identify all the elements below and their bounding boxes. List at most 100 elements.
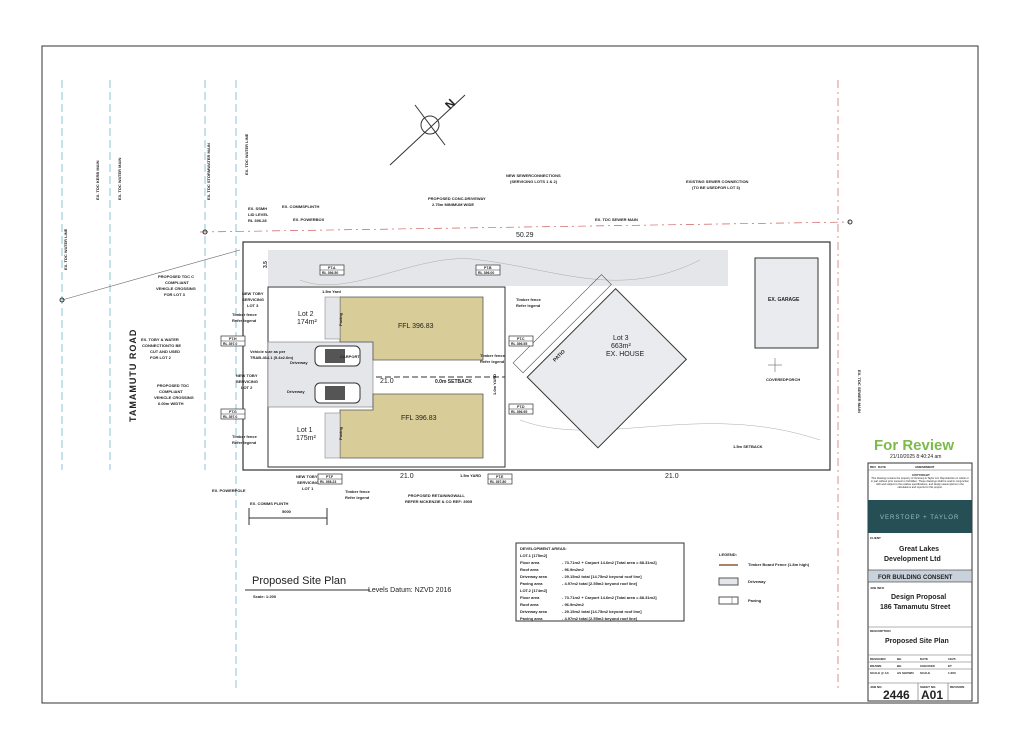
svg-text:Refer legend: Refer legend [345, 495, 370, 500]
svg-text:Refer legend: Refer legend [480, 359, 505, 364]
spot-level-marker: PT.ARL 396.50 [319, 264, 345, 276]
svg-text:Vehicle size as per: Vehicle size as per [250, 349, 286, 354]
site-boundary [242, 241, 831, 471]
road-label: TAMAMUTU ROAD [128, 329, 138, 422]
area-value: - 29.15m2 total [14.75m2 beyond roof lin… [562, 609, 642, 614]
svg-text:EXISTING SEWER CONNECTION: EXISTING SEWER CONNECTION [686, 179, 749, 184]
development-areas-table: DEVELOPMENT AREAS: LOT.1 [175m2]Floor ar… [520, 546, 657, 621]
spot-level-marker: PT.DRL 396.95 [508, 403, 534, 415]
svg-text:VEHICLE CROSSING: VEHICLE CROSSING [154, 395, 194, 400]
status-badge: FOR BUILDING CONSENT [878, 575, 953, 581]
svg-text:Driveway: Driveway [748, 579, 766, 584]
water-line-label-2: EX. TDC WATER LINE [244, 133, 249, 175]
svg-text:Refer legend: Refer legend [232, 440, 257, 445]
area-label: Paving area [520, 581, 543, 586]
client-name-1: Great Lakes [899, 546, 939, 553]
review-stamp: For Review [874, 437, 954, 454]
svg-text:RL 396.28: RL 396.28 [248, 218, 267, 223]
svg-text:COPYRIGHT: COPYRIGHT [912, 473, 930, 477]
meta-cell: SCALE @ A3 [870, 671, 889, 675]
svg-text:VEHICLE CROSSING: VEHICLE CROSSING [156, 286, 196, 291]
svg-text:DATE: DATE [878, 465, 886, 469]
meta-cell: AS SHOWN [897, 671, 914, 675]
svg-text:DESCRIPTION: DESCRIPTION [870, 629, 891, 633]
svg-text:Refer legend: Refer legend [516, 303, 541, 308]
copyright-text: This drawing remains the property of Ver… [871, 477, 969, 489]
sheet-border [41, 45, 979, 704]
svg-text:NEW SEWERCONNECTIONS: NEW SEWERCONNECTIONS [506, 173, 561, 178]
area-label: Floor area [520, 560, 540, 565]
svg-text:(SERVICING LOTS 1 & 2): (SERVICING LOTS 1 & 2) [510, 179, 558, 184]
area-value: - 73.71m2 + Carport 14.6m2 [Total area =… [562, 560, 657, 565]
ffl-top: FFL 396.83 [398, 323, 434, 330]
svg-text:EX. POWERBOX: EX. POWERBOX [293, 217, 325, 222]
north-arrow-icon: N [389, 94, 466, 166]
svg-text:RL 396.00: RL 396.00 [478, 271, 494, 275]
job-info-1: Design Proposal [891, 594, 946, 601]
paving-label: Paving [338, 426, 343, 440]
dim-3-5: 3.5 [263, 261, 269, 268]
area-label: Roof area [520, 567, 539, 572]
spot-level-marker: PT.BRL 396.00 [475, 264, 501, 276]
area-label: Driveway area [520, 609, 548, 614]
svg-text:EX. COMMS PLINTH: EX. COMMS PLINTH [250, 501, 289, 506]
water-line-label: EX. TDC WATER LINE [63, 228, 68, 270]
lot3-label: Lot 3 [613, 335, 629, 342]
svg-text:PROPOSED TDC: PROPOSED TDC [157, 383, 189, 388]
spot-level-marker: PT.CRL 396.55 [508, 335, 534, 347]
svg-text:REV: REV [870, 465, 876, 469]
svg-text:LEGEND:: LEGEND: [719, 552, 737, 557]
svg-text:(TO BE USEDFOR LOT 3): (TO BE USEDFOR LOT 3) [692, 185, 741, 190]
svg-text:SERVICING: SERVICING [242, 297, 264, 302]
svg-text:Timber fence: Timber fence [480, 353, 506, 358]
yard-1-0: 1.0m YARD [492, 374, 497, 395]
drawing-scale: Scale: 1:200 [253, 594, 277, 599]
meta-cell: BH [897, 664, 901, 668]
lot2-house [339, 296, 484, 361]
svg-text:Timber fence: Timber fence [232, 312, 258, 317]
svg-text:LOT 2: LOT 2 [241, 385, 253, 390]
kerb-main-label: EX. TDC KERB MAIN [95, 160, 100, 200]
svg-text:NEW TOBY: NEW TOBY [296, 474, 318, 479]
svg-text:SERVICING: SERVICING [236, 379, 258, 384]
svg-text:Timber fence: Timber fence [516, 297, 542, 302]
area-value: - 96.9m2m2 [562, 602, 585, 607]
svg-text:COMPLIANT: COMPLIANT [165, 280, 189, 285]
svg-text:PT.A: PT.A [328, 266, 336, 270]
spot-level-marker: PT.ERL 397.80 [487, 473, 513, 485]
existing-garage [754, 257, 819, 349]
svg-text:Timber fence: Timber fence [345, 489, 371, 494]
description: Proposed Site Plan [885, 638, 949, 645]
svg-text:Paving: Paving [748, 598, 762, 603]
area-value: - 96.9m2m2 [562, 567, 585, 572]
svg-text:LOT 3: LOT 3 [247, 303, 259, 308]
svg-text:JOB NO.: JOB NO. [870, 685, 883, 689]
lot-heading: LOT.2 [174m2] [520, 588, 548, 593]
lot1-area: 175m² [296, 435, 317, 442]
svg-text:PT.H: PT.H [229, 337, 237, 341]
meta-cell: ET [948, 664, 952, 668]
sewer-main-top-label: EX. TDC SEWER MAIN [595, 217, 638, 222]
svg-text:RL 397.80: RL 397.80 [490, 480, 506, 484]
svg-text:2.75m MINIMUM WIDE: 2.75m MINIMUM WIDE [432, 202, 474, 207]
review-date: 21/10/2025 8:40:24 am [890, 454, 941, 460]
meta-cell: DESIGNED [870, 657, 887, 661]
svg-text:Refer legend: Refer legend [232, 318, 257, 323]
meta-cell: DATE [920, 657, 928, 661]
svg-text:EX. COMMSPLINTH: EX. COMMSPLINTH [282, 204, 319, 209]
svg-text:COMPLIANT: COMPLIANT [159, 389, 183, 394]
meta-cell: DRAWN [870, 664, 881, 668]
svg-text:SHEET NO.: SHEET NO. [920, 685, 936, 689]
lot3-house-label: EX. HOUSE [606, 351, 644, 358]
driveway-label: Driveway [290, 360, 308, 365]
ffl-bottom: FFL 396.83 [401, 415, 437, 422]
svg-text:SERVICING: SERVICING [297, 480, 319, 485]
svg-text:RL 396.50: RL 396.50 [322, 271, 338, 275]
meta-cell: SCALE [920, 671, 930, 675]
car-icon [314, 382, 361, 404]
dim-21-inner: 21.0 [380, 378, 394, 385]
area-label: Floor area [520, 595, 540, 600]
driveway-label: Driveway [287, 389, 305, 394]
yard-1-5b: 1.5m Yard [322, 289, 341, 294]
